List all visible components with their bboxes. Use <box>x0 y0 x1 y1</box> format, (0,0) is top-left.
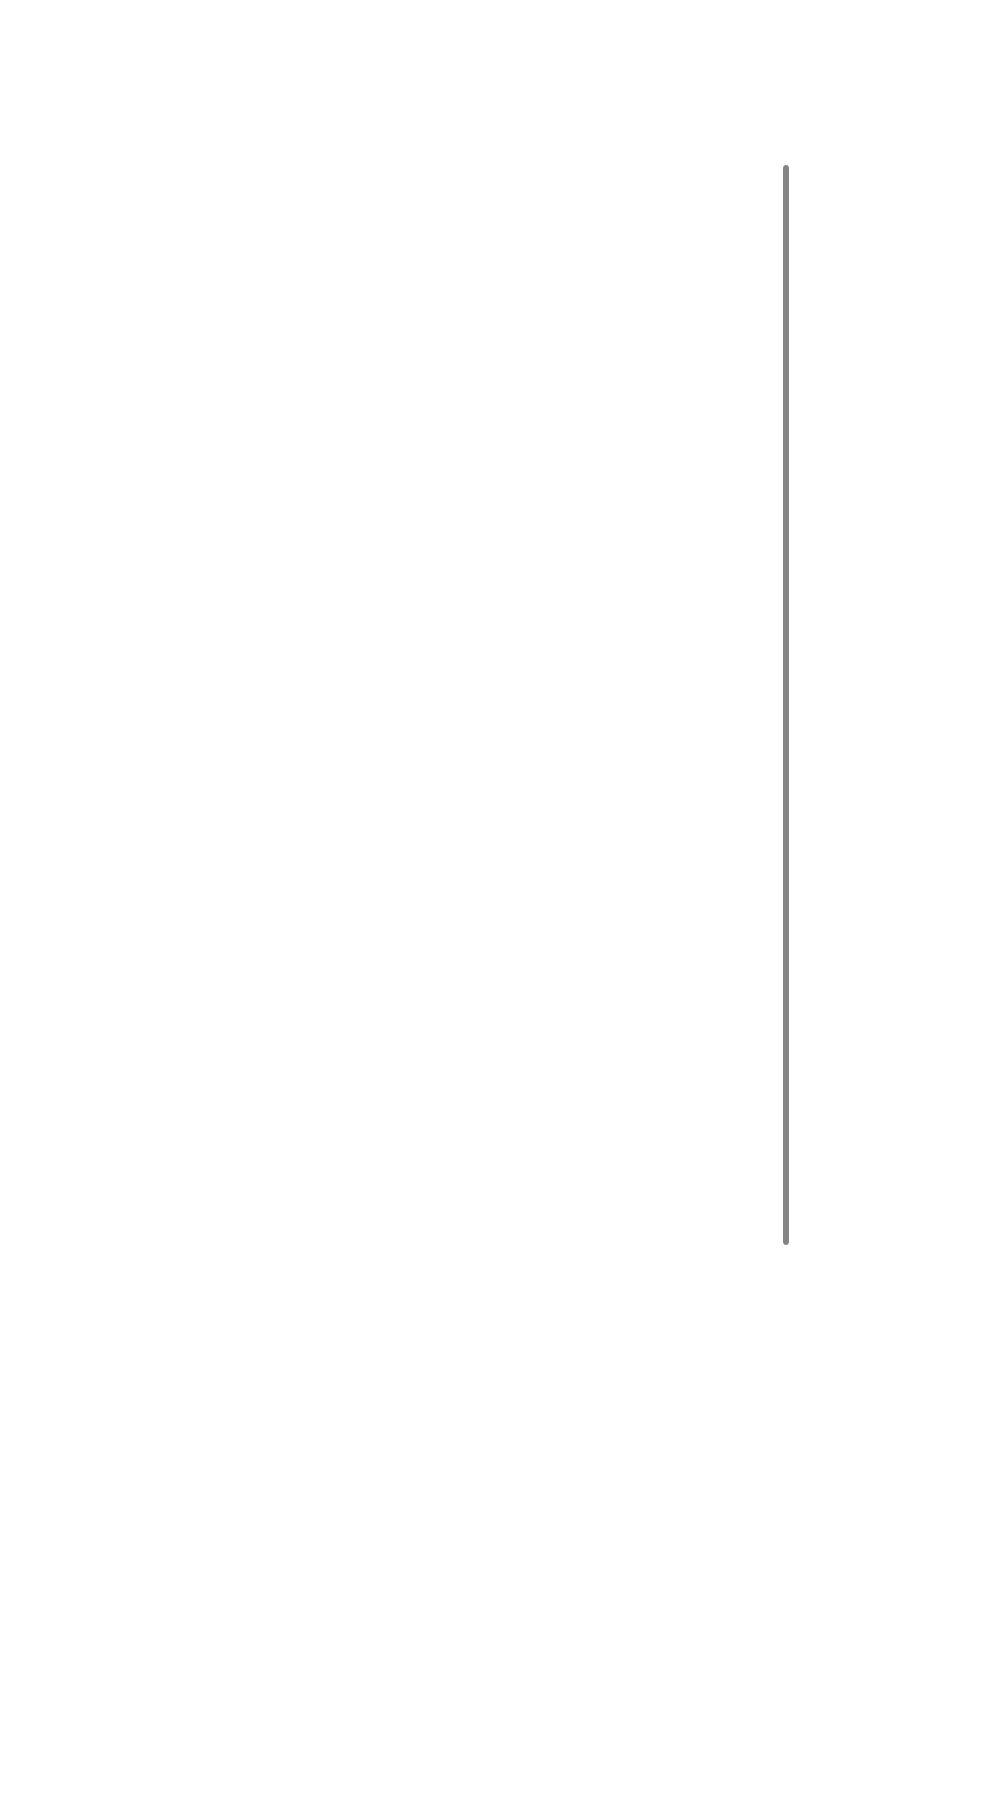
vertical-scrollbar-thumb[interactable] <box>783 165 789 1245</box>
